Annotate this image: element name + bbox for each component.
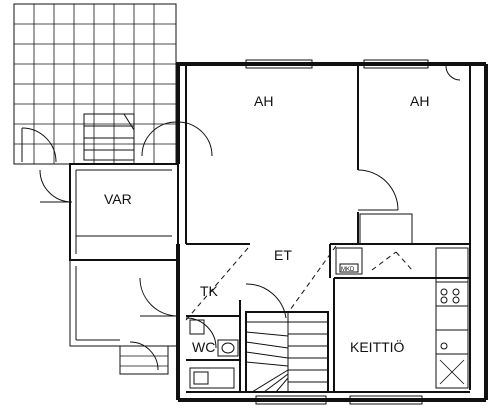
wc-fixtures (189, 319, 239, 389)
kitchen-fixtures (335, 213, 469, 389)
window-top-left (245, 59, 313, 69)
room-label-ah-left: AH (254, 93, 273, 109)
left-wing (69, 163, 179, 375)
door-swings (21, 65, 461, 371)
window-bottom-left (255, 395, 327, 405)
room-label-tk: TK (200, 283, 219, 299)
room-label-keittio: KEITTIÖ (350, 338, 405, 355)
window-bottom (349, 395, 423, 405)
room-label-wc: WC (192, 339, 215, 355)
terrace-grid (13, 3, 177, 165)
staircase (245, 311, 329, 393)
dashed-lines (185, 245, 413, 321)
room-label-mkd: MKD (341, 267, 355, 273)
room-label-et: ET (274, 247, 292, 263)
room-label-ah-right: AH (410, 93, 429, 109)
window-top-right (363, 59, 429, 69)
outer-walls (176, 62, 488, 402)
room-label-var: VAR (104, 191, 132, 207)
